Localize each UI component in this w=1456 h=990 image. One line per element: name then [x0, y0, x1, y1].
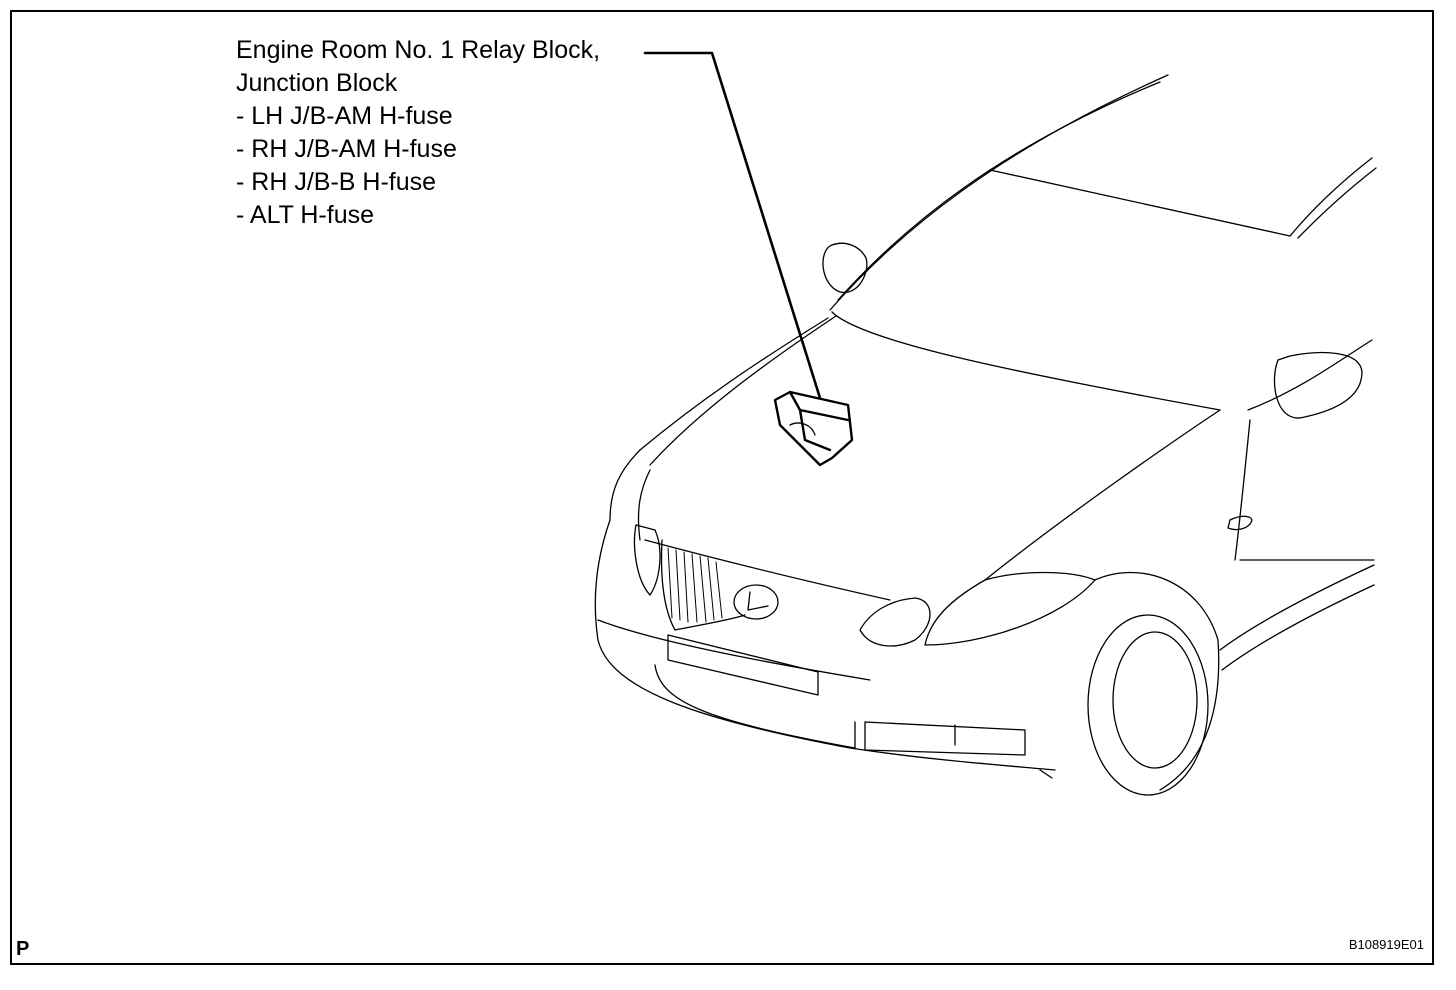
callout-line-lh-jb-am: - LH J/B-AM H-fuse	[236, 102, 453, 130]
relay-block-component	[773, 390, 854, 467]
diagram-frame	[10, 10, 1434, 965]
callout-line-title: Engine Room No. 1 Relay Block,	[236, 36, 601, 64]
front-wheel	[1039, 572, 1220, 796]
emblem	[733, 584, 779, 620]
headlights	[633, 524, 1096, 647]
callout-line-subtitle: Junction Block	[236, 69, 398, 97]
callout-line-rh-jb-am: - RH J/B-AM H-fuse	[236, 135, 457, 163]
corner-label: P	[16, 938, 30, 960]
left-mirror	[822, 242, 868, 293]
callout-line-rh-jb-b: - RH J/B-B H-fuse	[236, 168, 437, 196]
callout-line-alt: - ALT H-fuse	[236, 201, 375, 229]
figure-code: B108919E01	[1348, 937, 1424, 952]
front-bumper	[594, 519, 1056, 771]
callout-leader-line	[643, 51, 822, 400]
relay-block-callout: Engine Room No. 1 Relay Block, Junction …	[236, 34, 600, 232]
car-hood	[609, 311, 1221, 601]
emblem-mark	[747, 591, 769, 611]
car-roof-outline	[829, 74, 1377, 311]
front-grille	[660, 539, 746, 631]
right-mirror	[1273, 352, 1363, 419]
car-side-body	[1219, 339, 1375, 671]
